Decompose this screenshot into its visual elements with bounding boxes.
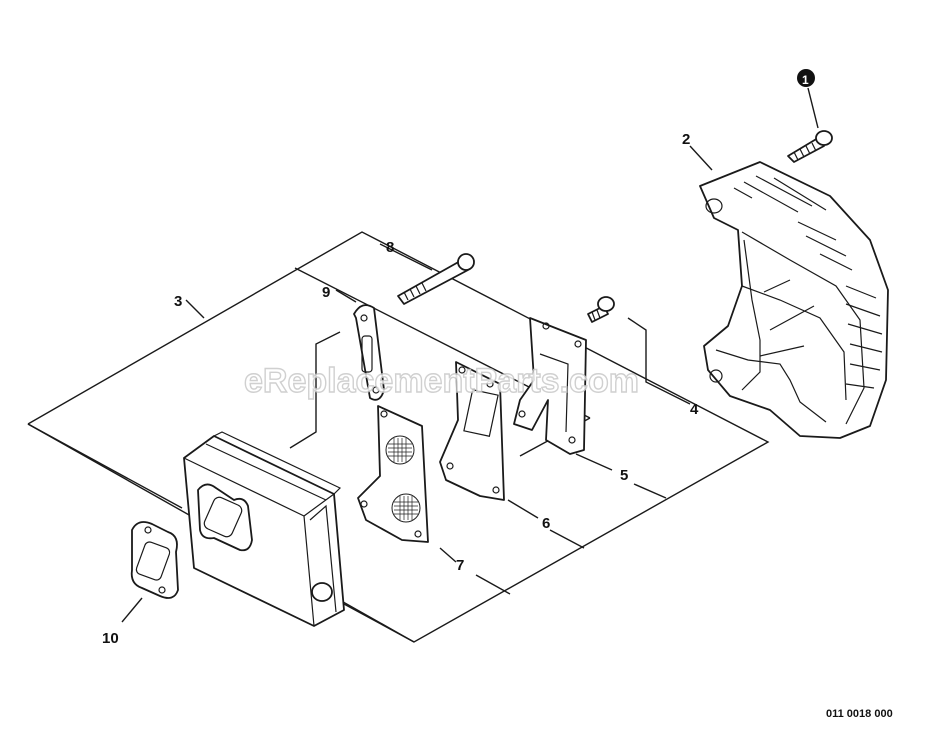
callout-10: 10 [102, 630, 119, 647]
callout-8: 8 [386, 239, 394, 256]
bracket-part-9 [353, 304, 385, 401]
bolt-part-8 [397, 253, 475, 305]
screen-mesh-upper [385, 435, 415, 465]
callout-2: 2 [682, 131, 690, 148]
plate-part-6 [439, 361, 505, 501]
leader-lines [121, 87, 819, 623]
callout-1: 1 [802, 73, 809, 87]
callout-6: 6 [542, 515, 550, 532]
callout-5: 5 [620, 467, 628, 484]
callout-circle-1 [797, 69, 815, 87]
screw-part-1 [787, 130, 833, 163]
callout-9: 9 [322, 284, 330, 301]
screen-part-7 [357, 405, 429, 543]
muffler-cover [699, 161, 889, 439]
watermark-text: eReplacementParts.com [244, 362, 639, 400]
callout-7: 7 [456, 557, 464, 574]
gasket-part-10 [130, 521, 179, 599]
callout-3: 3 [174, 293, 182, 310]
bolt-part-4 [587, 296, 615, 323]
screen-mesh-lower [391, 493, 421, 523]
plate-part-5 [513, 317, 587, 455]
callout-4: 4 [690, 401, 699, 418]
muffler-body [183, 431, 345, 627]
diagram-code: 011 0018 000 [826, 708, 893, 720]
